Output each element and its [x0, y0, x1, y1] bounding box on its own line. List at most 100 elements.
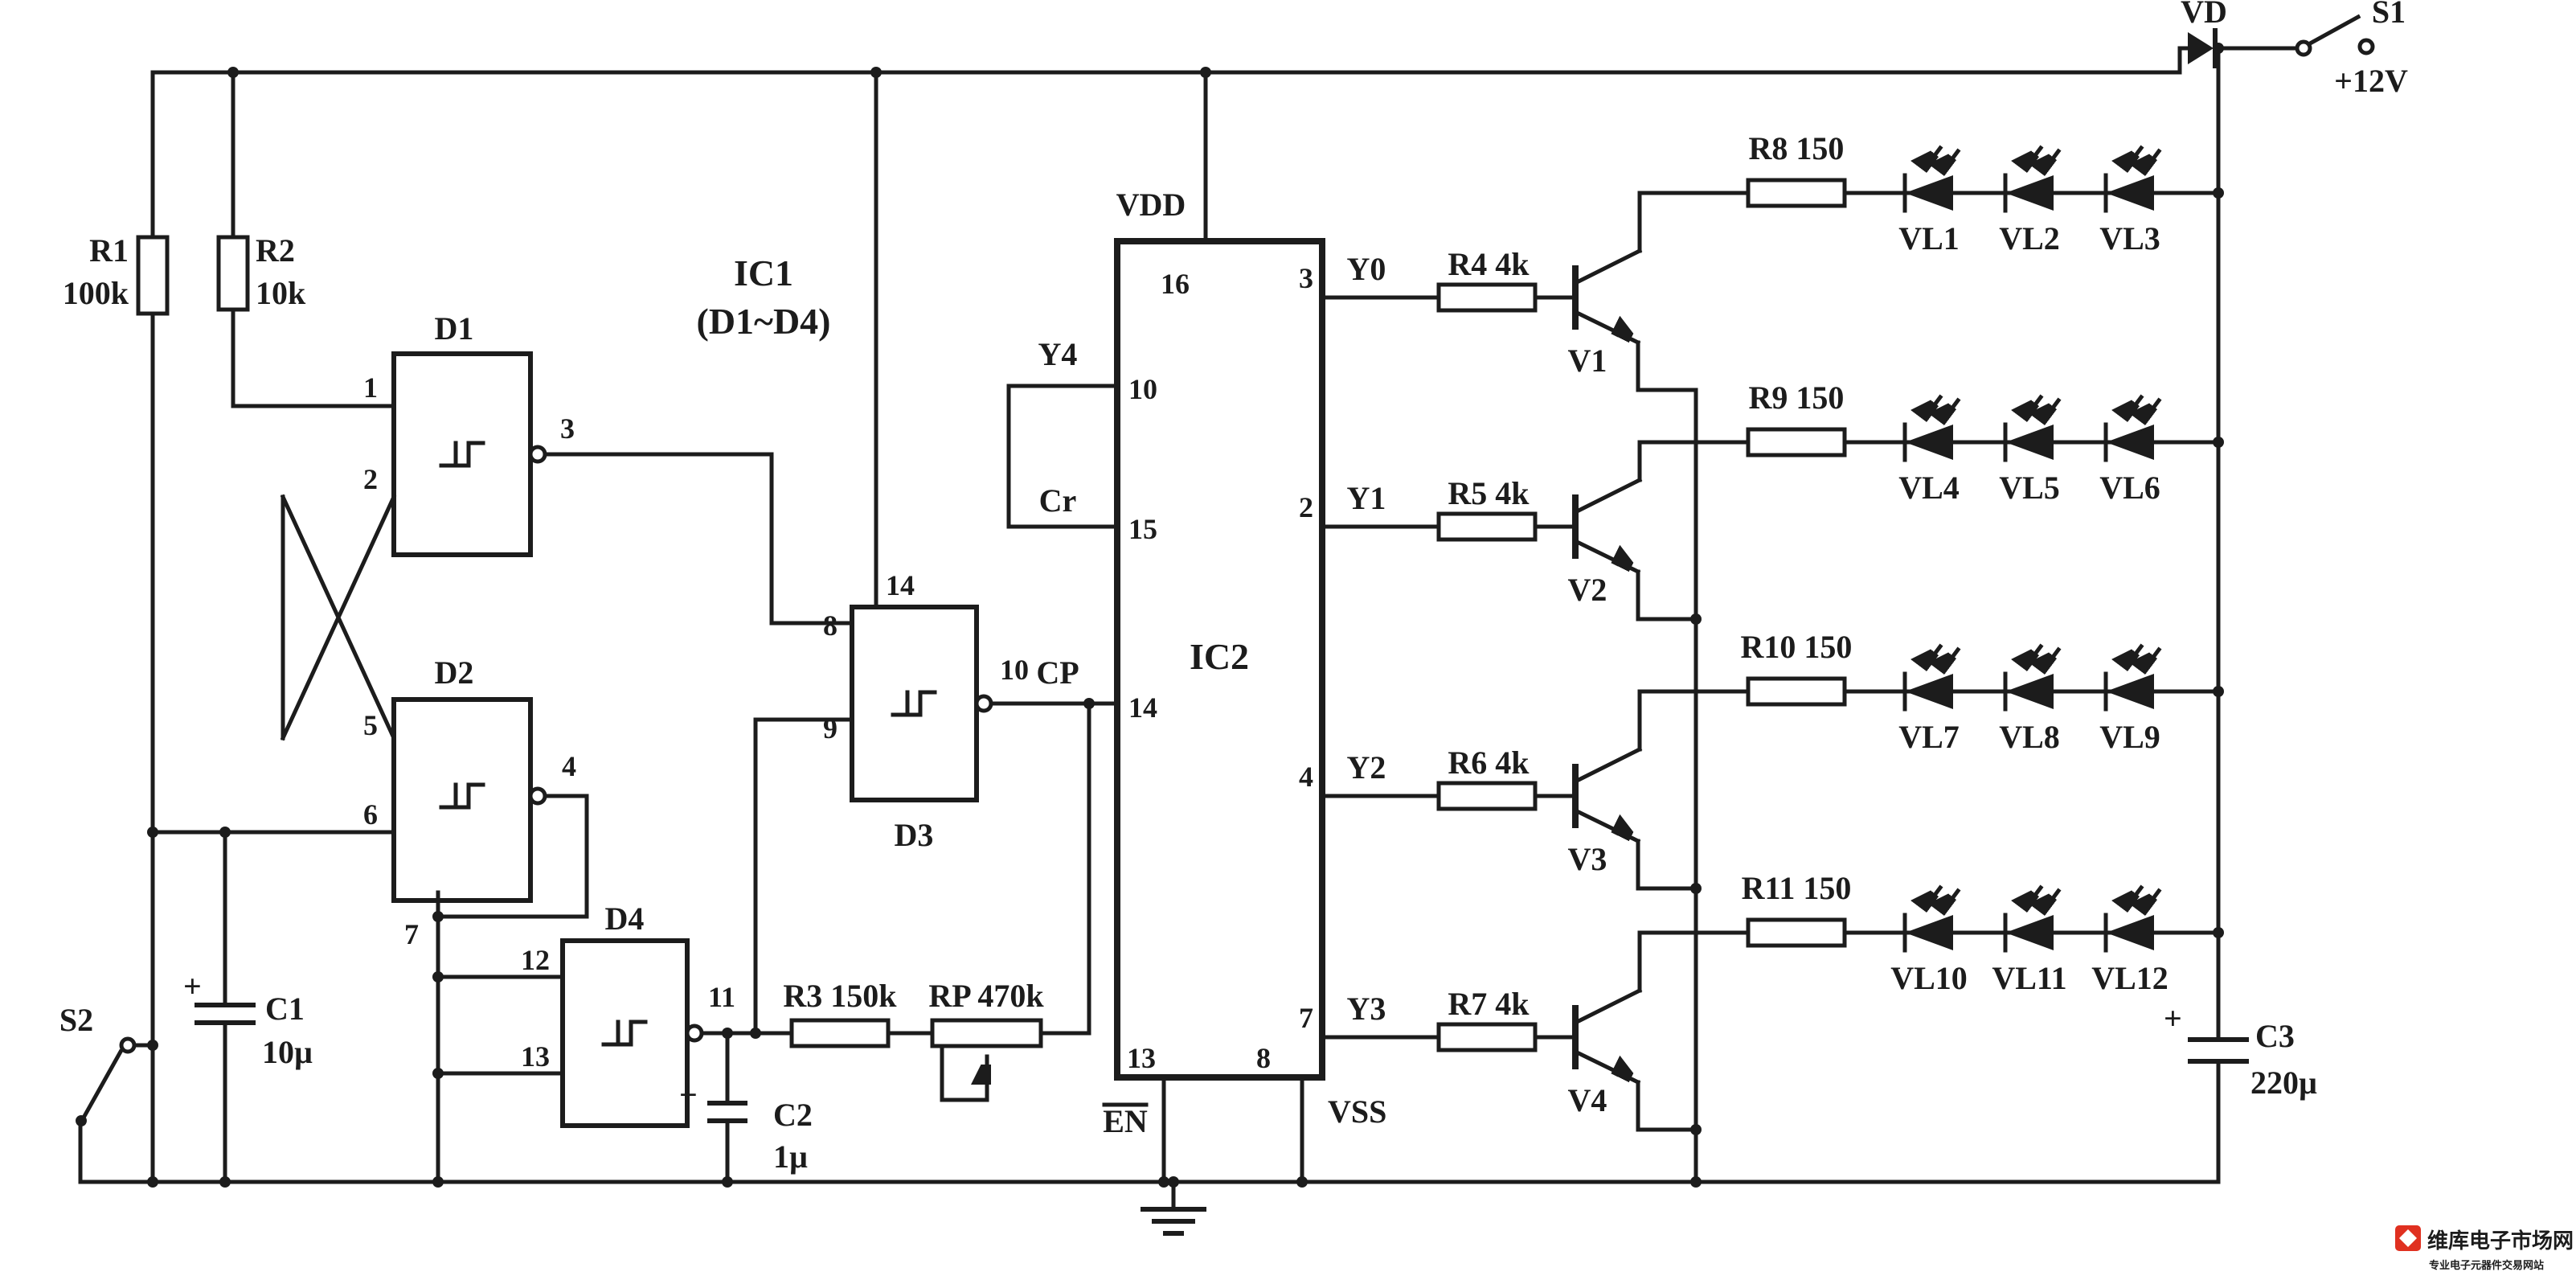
d2-pin7: 7	[404, 918, 419, 950]
r11-label: R11 150	[1742, 870, 1852, 906]
ic2-pin16: 16	[1161, 268, 1190, 300]
r5-resistor	[1436, 511, 1538, 542]
ic2-vdd: VDD	[1116, 187, 1186, 223]
c3-designator: C3	[2255, 1018, 2295, 1054]
d2-label: D2	[435, 654, 474, 691]
ic2-counter: IC2 VDD 16 Y4 10 Cr 15 CP 14 13 8 EN VSS…	[1006, 67, 1386, 1236]
r3-label: R3 150k	[783, 978, 897, 1014]
d1-pin1: 1	[363, 371, 378, 404]
d3-pin14: 14	[886, 569, 915, 601]
vl8-label: VL8	[1999, 719, 2060, 755]
ic2-pin8: 8	[1256, 1042, 1271, 1074]
vl2-led-icon	[2005, 175, 2054, 211]
r10-resistor	[1746, 676, 1847, 707]
r3-resistor	[789, 1018, 891, 1048]
inverter-bubble-icon	[528, 445, 547, 464]
d1-pin2: 2	[363, 463, 378, 495]
led-row-3: R10 150 VL7 VL8 VL9	[1637, 629, 2224, 755]
ic2-vss: VSS	[1328, 1093, 1386, 1130]
s1-contact	[2295, 39, 2312, 57]
r9-resistor	[1746, 427, 1847, 457]
d4-pin13: 13	[521, 1040, 550, 1073]
r10-label: R10 150	[1741, 629, 1853, 665]
vl2-label: VL2	[1999, 220, 2060, 256]
vl9-led-icon	[2106, 674, 2154, 709]
d1-gate-box	[391, 351, 533, 557]
r4-resistor	[1436, 282, 1538, 313]
vl11-led-icon	[2005, 915, 2054, 950]
d4-pin11: 11	[708, 981, 735, 1013]
d1-pin3: 3	[560, 412, 575, 445]
driver-stage: Y0 R4 4k V1 Y1 R5 4k V2 Y2 R6 4k V3 Y3	[1320, 191, 1702, 1188]
rp-potentiometer	[930, 1018, 1043, 1048]
ic2-y3: Y3	[1347, 991, 1386, 1027]
ic2-y0: Y0	[1347, 251, 1386, 287]
ic2-pin10: 10	[1128, 373, 1157, 405]
vl5-label: VL5	[1999, 470, 2060, 506]
d3-gate-box	[850, 605, 979, 802]
r1-value: 100k	[63, 275, 129, 311]
r4-label: R4 4k	[1448, 246, 1530, 282]
r5-label: R5 4k	[1448, 475, 1530, 511]
vl10-label: VL10	[1890, 960, 1968, 996]
vl4-label: VL4	[1898, 470, 1960, 506]
vd-label: VD	[2181, 0, 2227, 30]
d3-pin8: 8	[823, 609, 838, 642]
supply-label: +12V	[2334, 63, 2408, 99]
r11-resistor	[1746, 917, 1847, 948]
inverter-bubble-icon	[528, 786, 547, 806]
c3-value: 220µ	[2250, 1065, 2317, 1101]
led-row-2: R9 150 VL4 VL5 VL6	[1637, 379, 2224, 506]
ic2-y1: Y1	[1347, 480, 1386, 516]
vl6-led-icon	[2106, 425, 2154, 460]
vl12-led-icon	[2106, 915, 2154, 950]
vl5-led-icon	[2005, 425, 2054, 460]
ic2-pin3: 3	[1299, 262, 1313, 294]
ic2-body	[1114, 238, 1325, 1081]
d2-gate-box	[391, 697, 533, 903]
d3-pin10: 10	[1000, 654, 1029, 686]
c1-value: 10µ	[262, 1034, 313, 1070]
ic2-y2: Y2	[1347, 749, 1386, 786]
d2-pin5: 5	[363, 709, 378, 741]
vl8-led-icon	[2005, 674, 2054, 709]
ic1-sub: (D1~D4)	[697, 301, 831, 342]
c1-plus: +	[183, 968, 202, 1004]
vd-diode-icon	[2188, 32, 2214, 64]
vl7-label: VL7	[1898, 719, 1960, 755]
d1-label: D1	[435, 310, 474, 347]
ic1-name: IC1	[734, 252, 793, 293]
vl1-label: VL1	[1898, 220, 1960, 256]
s2-switch-blade-icon	[80, 1048, 124, 1121]
watermark: 维库电子市场网 专业电子元器件交易网站	[2395, 1225, 2574, 1271]
r9-label: R9 150	[1749, 379, 1845, 416]
s2-label: S2	[59, 1002, 93, 1038]
r2-designator: R2	[256, 232, 295, 269]
inverter-bubble-icon	[974, 694, 993, 713]
v2-label: V2	[1568, 572, 1607, 608]
vl6-label: VL6	[2099, 470, 2160, 506]
ic2-pin14: 14	[1128, 691, 1157, 724]
s1-label: S1	[2372, 0, 2406, 30]
d2-pin4: 4	[562, 750, 576, 782]
vl1-led-icon	[1905, 175, 1953, 211]
vl10-led-icon	[1905, 915, 1953, 950]
gate-d3: D3 14 8 9 10	[753, 67, 1120, 1036]
watermark-tagline: 专业电子元器件交易网站	[2429, 1259, 2544, 1271]
vl12-label: VL12	[2091, 960, 2169, 996]
v3-label: V3	[1568, 841, 1607, 877]
vl3-led-icon	[2106, 175, 2154, 211]
supply-input: VD S1 +12V	[2181, 0, 2408, 99]
s1-switch-blade-icon	[2308, 14, 2361, 46]
inverter-bubble-icon	[685, 1024, 704, 1043]
v1-label: V1	[1568, 343, 1607, 379]
led-row-4: R11 150 VL10 VL11 VL12	[1637, 870, 2224, 996]
ic2-pin2: 2	[1299, 491, 1313, 523]
ic2-pin4: 4	[1299, 761, 1313, 793]
r8-label: R8 150	[1749, 130, 1845, 166]
latch-cross-coupling	[280, 494, 397, 741]
c2-designator: C2	[773, 1097, 813, 1133]
c2-value: 1µ	[773, 1138, 808, 1175]
